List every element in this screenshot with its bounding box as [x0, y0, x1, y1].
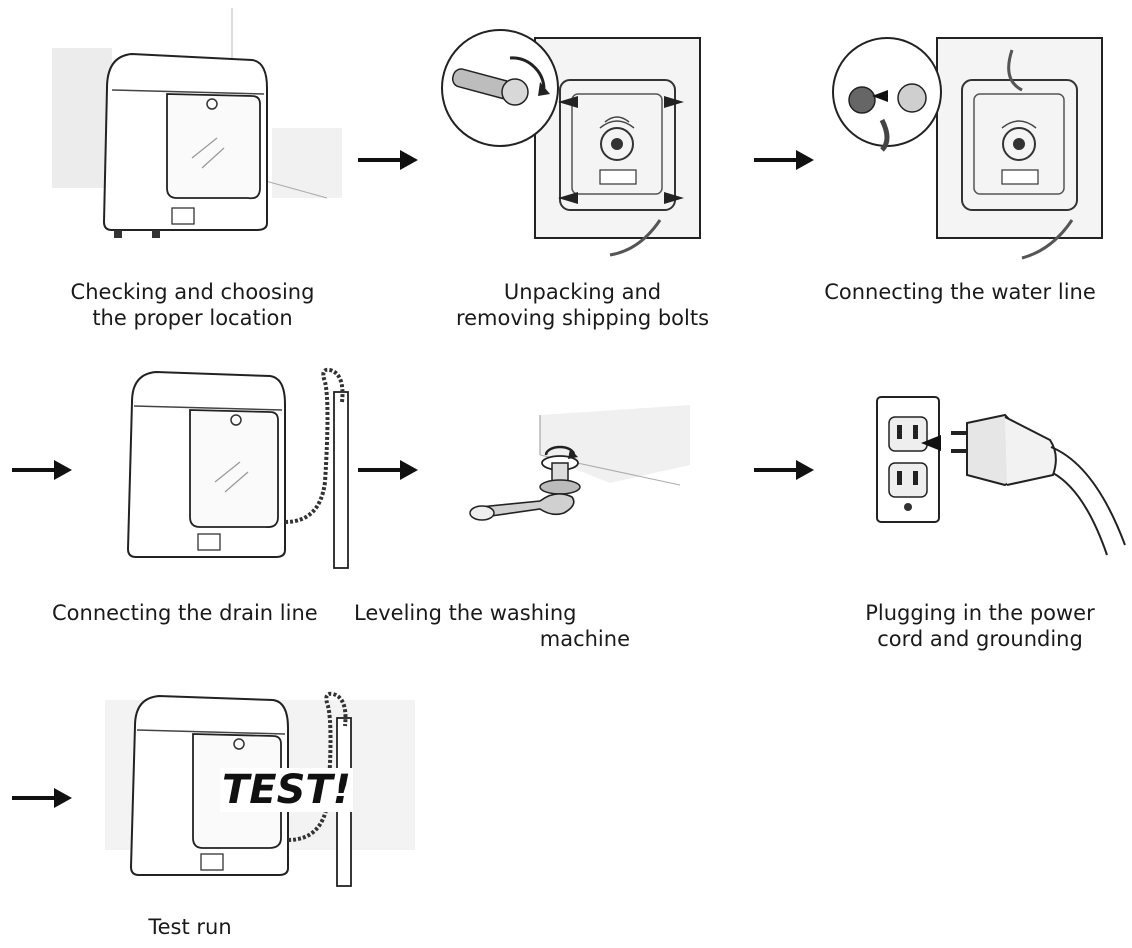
power-plug-illustration: [876, 396, 1126, 556]
test-run-illustration: TEST!: [105, 690, 415, 890]
step-caption-power: Plugging in the power cord and grounding: [865, 601, 1095, 651]
step-arrow: [12, 460, 72, 480]
washer-location-illustration: [52, 8, 342, 238]
shipping-bolts-illustration: [441, 29, 701, 257]
step-arrow: [12, 788, 72, 808]
step-arrow: [358, 460, 418, 480]
step-caption-drain: Connecting the drain line: [52, 601, 318, 625]
test-stamp-label: TEST!: [220, 767, 353, 813]
water-line-illustration: [832, 37, 1103, 260]
step-caption-leveling: Leveling the washing machine: [354, 601, 630, 651]
step-caption-water: Connecting the water line: [824, 280, 1096, 304]
step-arrow: [754, 460, 814, 480]
drain-line-illustration: [126, 367, 349, 569]
step-caption-location: Checking and choosing the proper locatio…: [70, 280, 315, 330]
step-arrow: [754, 150, 814, 170]
step-caption-unpacking: Unpacking and removing shipping bolts: [455, 280, 710, 330]
step-caption-test: Test run: [148, 915, 232, 939]
leveling-illustration: [469, 405, 690, 521]
step-arrow: [358, 150, 418, 170]
